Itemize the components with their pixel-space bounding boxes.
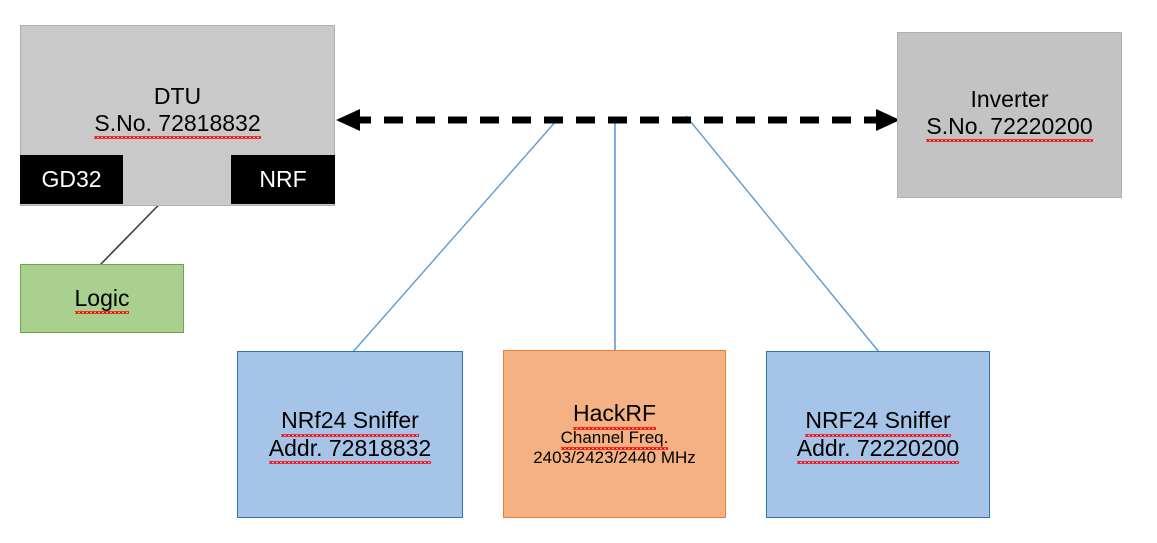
nrf-chip-block[interactable]: NRF [231, 155, 335, 204]
logic-label: Logic [74, 284, 130, 315]
sniffer-right-label: NRF24 Sniffer [805, 407, 951, 437]
logic-analyzer-box[interactable]: Logic [20, 264, 184, 333]
sniffer-right-addr-wrap: Addr. 72220200 [796, 434, 960, 464]
gd32-chip-block[interactable]: GD32 [20, 155, 123, 204]
inverter-device-box[interactable]: Inverter S.No. 72220200 [897, 32, 1122, 198]
sniffer-right-tap-line [685, 115, 880, 353]
inverter-serial-label: S.No. 72220200 [926, 113, 1093, 143]
nrf-chip-label: NRF [259, 166, 307, 192]
sniffer-left-box[interactable]: NRf24 Sniffer Addr. 72818832 [237, 351, 463, 518]
sniffer-right-addr-label: Addr. 72220200 [796, 434, 960, 464]
sniffer-left-addr-label: Addr. 72818832 [268, 434, 432, 464]
sniffer-left-tap-line [351, 119, 558, 354]
sniffer-left-label: NRf24 Sniffer [281, 407, 419, 437]
dtu-serial-text: S.No. 72818832 [94, 110, 261, 140]
hackrf-label: HackRF [572, 400, 657, 430]
dtu-label: DTU [153, 83, 202, 109]
hackrf-freq-label: 2403/2423/2440 MHz [533, 447, 696, 467]
dtu-serial-label: S.No. 72818832 [94, 110, 261, 140]
dtu-inverter-rf-link [336, 109, 900, 131]
hackrf-label-wrap: HackRF [572, 400, 657, 430]
sniffer-left-addr-wrap: Addr. 72818832 [268, 434, 432, 464]
sniffer-right-label-wrap: NRF24 Sniffer [805, 407, 951, 437]
hackrf-box[interactable]: HackRF Channel Freq. 2403/2423/2440 MHz [503, 350, 726, 518]
logic-label-wrap: Logic [74, 284, 130, 315]
hackrf-sub-label-wrap: Channel Freq. [560, 427, 669, 450]
inverter-label: Inverter [970, 86, 1049, 112]
sniffer-right-box[interactable]: NRF24 Sniffer Addr. 72220200 [766, 351, 990, 518]
hackrf-sub-label: Channel Freq. [560, 427, 669, 450]
sniffer-left-label-wrap: NRf24 Sniffer [281, 407, 419, 437]
inverter-serial-text: S.No. 72220200 [926, 113, 1093, 143]
gd32-chip-label: GD32 [41, 166, 102, 192]
